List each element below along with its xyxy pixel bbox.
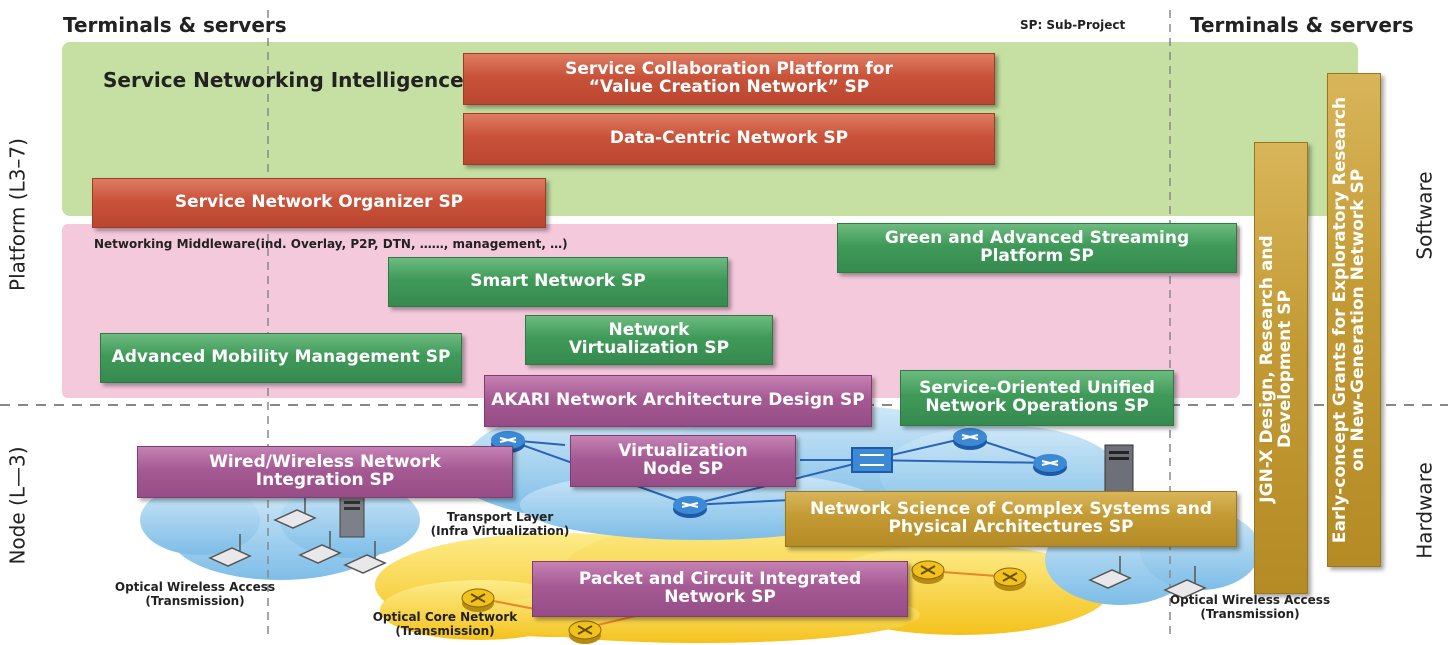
server-icons	[339, 444, 1134, 538]
hardware-side-label: Hardware	[1412, 462, 1437, 559]
smart-network-sp: Smart Network SP	[388, 257, 728, 307]
middleware-label: Networking Middleware(ind. Overlay, P2P,…	[94, 237, 568, 251]
service-networking-label: Service Networking Intelligence	[103, 68, 464, 92]
service-network-organizer-sp: Service Network Organizer SP	[92, 178, 546, 228]
transport-layer-label: Transport Layer (Infra Virtualization)	[430, 510, 570, 538]
optical-node-icons	[461, 560, 1027, 644]
green-advanced-streaming-sp: Green and Advanced Streaming Platform SP	[837, 223, 1237, 273]
wired-wireless-integration-sp: Wired/Wireless Network Integration SP	[137, 446, 513, 498]
optical-wireless-left-label: Optical Wireless Access (Transmission)	[114, 580, 276, 608]
early-concept-grants-sp-bar	[1327, 73, 1381, 567]
virtualization-node-sp: Virtualization Node SP	[570, 435, 796, 487]
optical-wireless-right-label: Optical Wireless Access (Transmission)	[1169, 593, 1331, 621]
packet-circuit-integrated-sp: Packet and Circuit Integrated Network SP	[532, 561, 908, 617]
network-virtualization-sp: Network Virtualization SP	[525, 315, 773, 365]
switch-icon	[851, 447, 893, 473]
router-icons	[491, 428, 1067, 518]
platform-side-label: Platform (L3–7)	[5, 138, 30, 291]
network-science-complex-systems-sp: Network Science of Complex Systems and P…	[785, 491, 1237, 547]
early-concept-grants-sp: Early-concept Grants for Exploratory Res…	[1330, 96, 1368, 544]
jgnx-design-sp-bar	[1254, 142, 1308, 594]
node-side-label: Node (L—3)	[5, 446, 30, 565]
service-oriented-unified-operations-sp: Service-Oriented Unified Network Operati…	[900, 370, 1174, 426]
jgnx-design-sp: JGN-X Design, Research and Development S…	[1257, 235, 1295, 503]
data-centric-network-sp: Data-Centric Network SP	[463, 113, 995, 165]
access-point-icons	[208, 496, 1207, 599]
advanced-mobility-management-sp: Advanced Mobility Management SP	[100, 333, 462, 383]
akari-network-architecture-sp: AKARI Network Architecture Design SP	[484, 375, 872, 427]
sp-note: SP: Sub-Project	[1020, 18, 1126, 32]
terminals-servers-left-label: Terminals & servers	[63, 13, 287, 37]
service-collaboration-platform-sp: Service Collaboration Platform for “Valu…	[463, 53, 995, 105]
optical-core-label: Optical Core Network (Transmission)	[372, 610, 518, 638]
software-side-label: Software	[1412, 171, 1437, 260]
terminals-servers-right-label: Terminals & servers	[1190, 13, 1414, 37]
